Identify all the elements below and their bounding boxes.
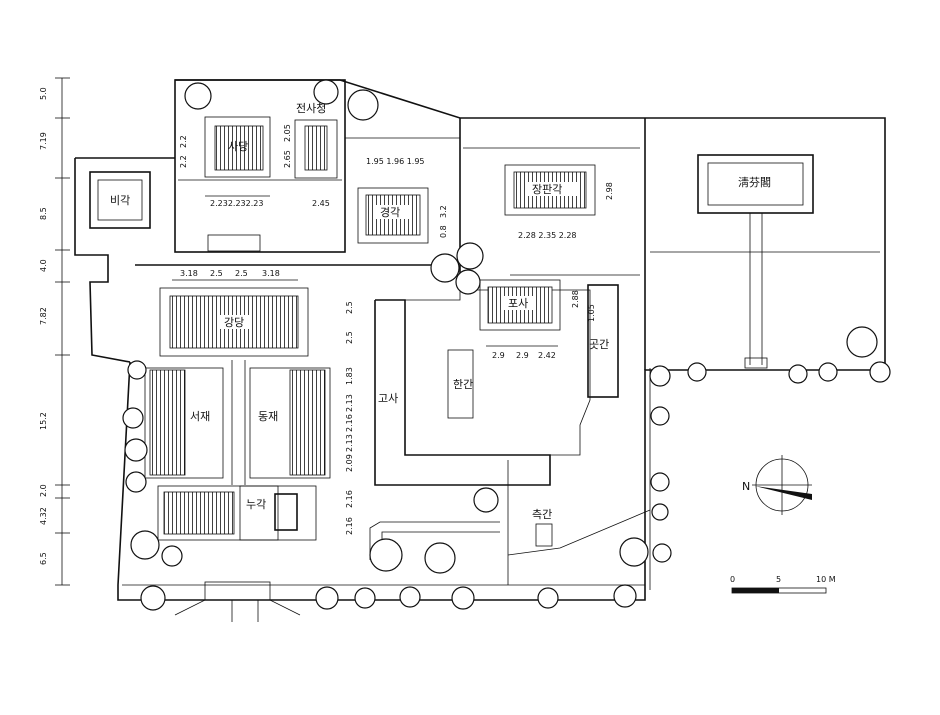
label-gotgan: 곳간 [589, 338, 609, 351]
label-cheongbungak: 淸芬閣 [738, 176, 771, 189]
dim-dongjae-0: 1.83 [345, 367, 354, 385]
dim-posa-0: 2.9 [492, 351, 505, 360]
label-posa: 포사 [508, 297, 528, 310]
compass-north-label: N [742, 480, 750, 493]
dim-gangdang-3: 3.18 [262, 269, 280, 278]
dim-janggak-r: 2.98 [605, 182, 614, 200]
dim-posa-1: 2.9 [516, 351, 529, 360]
dim-posa-r2: 1.05 [587, 304, 596, 322]
compass-rose: N [742, 455, 812, 515]
dim-posa-2: 2.42 [538, 351, 556, 360]
dim-gyeong-r1: 3.2 [439, 205, 448, 218]
dim-dongjae-4: 2.09 [345, 454, 354, 472]
scale-zero: 0 [730, 575, 735, 584]
gosa-compound: 고사 한간 [374, 289, 591, 486]
janggak: 장판각 2.28 2.35 2.28 2.98 [504, 164, 614, 240]
dim-posa-r1: 2.88 [571, 290, 580, 308]
dim-dongjae-2: 2.16 [345, 414, 354, 432]
label-chukgan: 측간 [532, 508, 552, 521]
label-seojae: 서재 [190, 410, 210, 423]
dim-dongjae-3: 2.13 [345, 434, 354, 452]
dim-nugak-r2: 2.16 [345, 517, 354, 535]
label-hangan: 한간 [453, 378, 473, 391]
trees [122, 79, 891, 611]
dim-gyeong-r2: 0.8 [439, 225, 448, 238]
dim-sadang-r1: 2.05 [283, 124, 292, 142]
axis-label-1: 7.19 [39, 132, 48, 150]
bigak: 비각 [89, 171, 151, 229]
label-janggak: 장판각 [532, 183, 562, 196]
nugak: 누각 2.16 2.16 [157, 485, 354, 541]
posa: 포사 2.9 2.9 2.42 2.88 1.05 [479, 279, 596, 360]
label-nugak: 누각 [246, 498, 266, 511]
gangdang: 강당 3.18 2.5 2.5 3.18 2.5 2.5 [159, 269, 354, 357]
axis-label-8: 6.5 [39, 552, 48, 565]
gyeonggak: 경각 1.95 1.96 1.95 3.2 0.8 [357, 157, 448, 244]
dim-sadang-r2: 2.65 [283, 150, 292, 168]
dim-sadang-h2: 2.2 [179, 155, 188, 168]
axis-label-5: 15.2 [39, 412, 48, 430]
dim-dongjae-1: 2.13 [345, 394, 354, 412]
label-jeonsacheong: 전사청 [296, 102, 326, 115]
axis-label-6: 2.0 [39, 484, 48, 497]
label-sadang: 사당 [228, 140, 248, 153]
dim-jeonsa-width: 2.232.232.23 [210, 199, 263, 208]
label-bigak: 비각 [110, 194, 130, 207]
axis-label-7: 4.32 [39, 507, 48, 525]
dim-sadang-h1: 2.2 [179, 135, 188, 148]
dim-nugak-r1: 2.16 [345, 490, 354, 508]
dim-gyeong-top: 1.95 1.96 1.95 [366, 157, 425, 166]
chukgan: 측간 [369, 460, 651, 585]
scale-end: 10 M [816, 575, 836, 584]
dim-gangdang-0: 3.18 [180, 269, 198, 278]
gotgan: 곳간 [587, 284, 619, 398]
center-path [231, 360, 246, 485]
label-gosa: 고사 [378, 392, 398, 405]
dim-janggak-w: 2.28 2.35 2.28 [518, 231, 577, 240]
dim-gangdang-2: 2.5 [235, 269, 248, 278]
scale-mid: 5 [776, 575, 781, 584]
label-gangdang: 강당 [224, 316, 244, 329]
axis-label-3: 4.0 [39, 259, 48, 272]
label-dongjae: 동재 [258, 410, 278, 423]
dim-gangdang-r2: 2.5 [345, 331, 354, 344]
left-dimension-axis: 5.0 7.19 8.5 4.0 7.82 15.2 2.0 4.32 6.5 [39, 77, 70, 586]
axis-label-4: 7.82 [39, 307, 48, 325]
label-gyeonggak: 경각 [380, 206, 400, 219]
dim-gangdang-r1: 2.5 [345, 301, 354, 314]
dongjae: 동재 1.83 2.13 2.16 2.13 2.09 [249, 367, 354, 479]
scale-bar: 0 5 10 M [730, 575, 836, 594]
sadang-compound: 전사청 사당 2.2 2.2 2.05 2.65 2.232.232.23 2.… [174, 79, 346, 253]
dim-gangdang-1: 2.5 [210, 269, 223, 278]
south-gate [174, 581, 301, 622]
dim-jeonsa-right: 2.45 [312, 199, 330, 208]
axis-label-2: 8.5 [39, 207, 48, 220]
axis-label-0: 5.0 [39, 87, 48, 100]
cheongbungak: 淸芬閣 [697, 154, 814, 369]
seojae: 서재 [144, 367, 224, 479]
